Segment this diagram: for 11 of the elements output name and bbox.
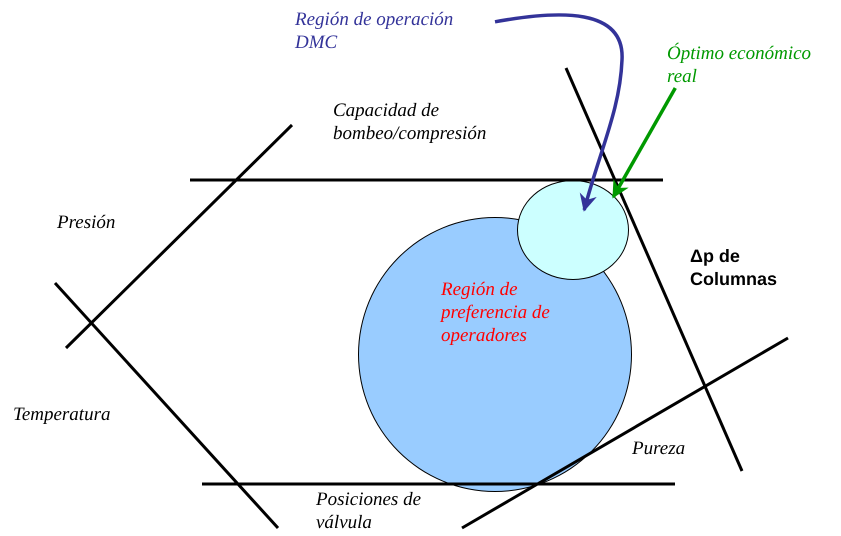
- callout-text: Región de operación DMC: [295, 8, 495, 54]
- constraint-label: Presión: [57, 211, 116, 234]
- constraint-label: Temperatura: [13, 403, 112, 426]
- callout-text: Óptimo económico real: [667, 42, 832, 88]
- constraint-label: Pureza: [632, 437, 686, 460]
- constraint-label: Δp de Columnas: [690, 245, 778, 291]
- region-label: Región de preferencia de operadores: [441, 278, 551, 347]
- arrow: [612, 87, 677, 199]
- arrow: [494, 13, 624, 212]
- constraint-label: Capacidad de bombeo/compresión: [333, 99, 488, 145]
- constraint-label: Posiciones de válvula: [316, 488, 422, 534]
